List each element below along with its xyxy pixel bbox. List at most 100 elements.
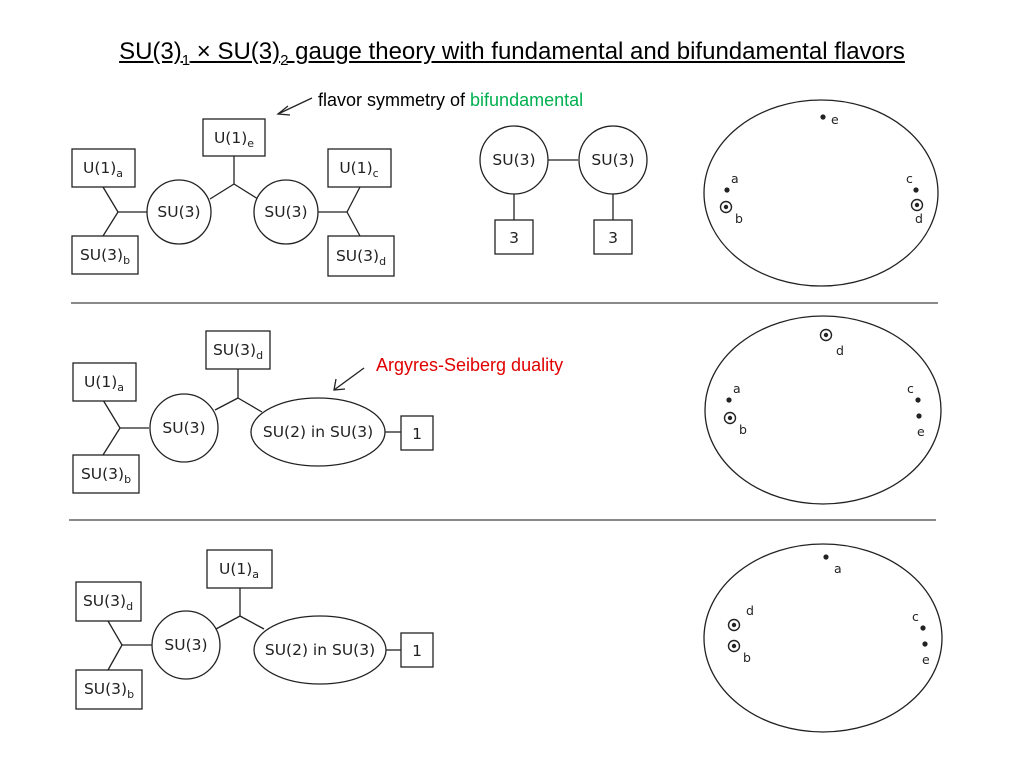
d3-su3b-label: SU(3)b xyxy=(84,680,134,701)
slide-title: SU(3)1 × SU(3)2 gauge theory with fundam… xyxy=(0,38,1024,69)
curve1-ellipse xyxy=(703,99,939,287)
duality-text: Argyres-Seiberg duality xyxy=(376,355,563,375)
curve1-label-c: c xyxy=(906,171,913,186)
d2-su3b-box xyxy=(72,454,140,494)
d2-u1a-box xyxy=(72,362,137,402)
flavor-symmetry-annotation: flavor symmetry of bifundamental xyxy=(276,90,583,116)
d2-su3b-label: SU(3)b xyxy=(81,465,131,486)
d1-u1e-box xyxy=(202,118,266,157)
title-sub1: 1 xyxy=(181,51,191,69)
d2-flavor-label: 1 xyxy=(412,425,422,443)
curve3-point-c xyxy=(920,625,926,631)
curve2-marked-d xyxy=(819,328,833,342)
curve3-point-e xyxy=(922,641,928,647)
d1-su3d-box xyxy=(327,235,395,277)
d3-u1a-box xyxy=(206,549,273,589)
curve1-label-e: e xyxy=(831,112,839,127)
curve2-label-e: e xyxy=(917,424,925,439)
curve1-point-c xyxy=(913,187,919,193)
curve3-marked-d xyxy=(727,618,741,632)
d3-gauge-node xyxy=(151,610,221,680)
quiver-gauge-right-node xyxy=(578,125,648,195)
arrow-to-u1e xyxy=(277,97,313,115)
d3-su3d-label: SU(3)d xyxy=(83,592,133,613)
d2-gauge-node xyxy=(149,393,219,463)
curve2-label-b: b xyxy=(739,422,747,437)
curve3-marked-b xyxy=(727,639,741,653)
d2-u1a-label: U(1)a xyxy=(84,373,124,394)
curve2-point-a xyxy=(726,397,732,403)
curve2-point-e xyxy=(916,413,922,419)
curve2-label-d: d xyxy=(836,343,844,358)
flavor-highlight: bifundamental xyxy=(470,90,583,110)
curve2-ellipse xyxy=(704,315,942,505)
quiver-flavor-right-box xyxy=(593,219,633,255)
curve1: e a b c d xyxy=(703,99,939,287)
d3-su3b-box xyxy=(75,669,143,710)
d1-u1c-box xyxy=(327,148,392,188)
title-part2: SU(3) xyxy=(217,38,281,65)
diagram1: U(1)e U(1)a SU(3)b SU(3) SU(3) U(1)c SU(… xyxy=(71,118,395,277)
quiver-flavor-left-box xyxy=(494,219,534,255)
d2-embedded-node xyxy=(250,397,386,467)
d1-gauge-right-label: SU(3) xyxy=(264,203,307,221)
curve3: a d b c e xyxy=(703,543,943,733)
d3-flavor-box xyxy=(400,632,434,668)
d3-gauge-label: SU(3) xyxy=(164,636,207,654)
curve1-point-a xyxy=(724,187,730,193)
curve3-label-e: e xyxy=(922,652,930,667)
curve3-label-b: b xyxy=(743,650,751,665)
curve2-point-c xyxy=(915,397,921,403)
d2-flavor-box xyxy=(400,415,434,451)
flavor-annotation-text: flavor symmetry of bifundamental xyxy=(318,90,583,110)
curve3-label-d: d xyxy=(746,603,754,618)
curve1-marked-b xyxy=(719,200,733,214)
d3-flavor-label: 1 xyxy=(412,642,422,660)
diagram2: SU(3)d U(1)a SU(3)b SU(3) SU(2) in SU(3)… xyxy=(72,330,434,494)
d1-u1a-box xyxy=(71,148,136,188)
quiver-gauge-left-label: SU(3) xyxy=(492,151,535,169)
d3-su3d-box xyxy=(75,581,142,622)
quiver-flavor-left-label: 3 xyxy=(509,229,519,247)
curve1-marked-d xyxy=(910,198,924,212)
diagram3: U(1)a SU(3)d SU(3)b SU(3) SU(2) in SU(3)… xyxy=(75,549,434,710)
d1-su3b-label: SU(3)b xyxy=(80,246,130,267)
quiver-gauge-left-node xyxy=(479,125,549,195)
d1-gauge-left-label: SU(3) xyxy=(157,203,200,221)
flavor-prefix: flavor symmetry of xyxy=(318,90,470,110)
d3-embedded-node xyxy=(253,615,387,685)
quiver-diagram: SU(3) SU(3) 3 3 xyxy=(479,125,648,255)
curve3-point-a xyxy=(823,554,829,560)
curve1-label-b: b xyxy=(735,211,743,226)
d1-u1c-label: U(1)c xyxy=(339,159,378,180)
curve2-label-c: c xyxy=(907,381,914,396)
quiver-gauge-right-label: SU(3) xyxy=(591,151,634,169)
title-part1: SU(3) xyxy=(119,38,182,65)
d1-u1a-label: U(1)a xyxy=(83,159,123,180)
curve2-marked-b xyxy=(723,411,737,425)
quiver-flavor-right-label: 3 xyxy=(608,229,618,247)
title-times: × xyxy=(190,38,218,65)
d2-gauge-label: SU(3) xyxy=(162,419,205,437)
curve1-point-e xyxy=(820,114,826,120)
d1-gauge-right-node xyxy=(253,179,319,245)
d2-su3d-box xyxy=(205,330,271,370)
d3-u1a-label: U(1)a xyxy=(219,560,259,581)
d1-su3d-label: SU(3)d xyxy=(336,247,386,268)
curve3-label-a: a xyxy=(834,561,842,576)
curve3-ellipse xyxy=(703,543,943,733)
arrowhead-embedded xyxy=(333,378,346,391)
curve1-label-a: a xyxy=(731,171,739,186)
curve2: d a b c e xyxy=(704,315,942,505)
d1-gauge-left-node xyxy=(146,179,212,245)
d2-embedded-label: SU(2) in SU(3) xyxy=(263,423,373,441)
curve3-label-c: c xyxy=(912,609,919,624)
duality-annotation: Argyres-Seiberg duality xyxy=(333,355,563,391)
title-sub2: 2 xyxy=(280,51,289,69)
d1-u1e-label: U(1)e xyxy=(214,129,254,150)
curve1-label-d: d xyxy=(915,211,923,226)
arrow-to-embedded xyxy=(333,367,365,391)
arrowhead-u1e xyxy=(276,105,291,116)
title-rest: gauge theory with fundamental and bifund… xyxy=(288,38,905,65)
